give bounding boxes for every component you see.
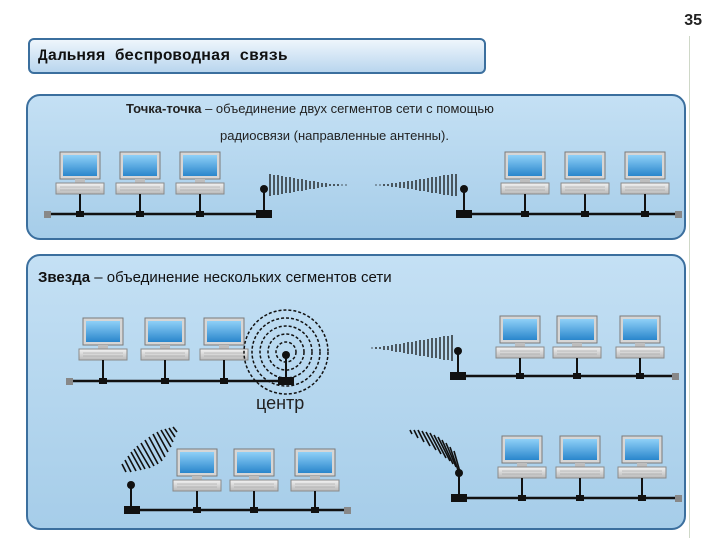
directional-beam-star-bottom-left — [121, 426, 178, 473]
network-segment-bottom-right — [451, 435, 682, 502]
network-segment-right-middle — [450, 315, 679, 380]
star-description: – объединение нескольких сегментов сети — [90, 269, 392, 286]
point-to-point-description: – объединение двух сегментов сети с помо… — [201, 101, 494, 116]
title-box: Дальняя беспроводная связь — [28, 38, 486, 74]
point-to-point-line-1: Точка-точка – объединение двух сегментов… — [126, 101, 494, 116]
network-segment-bottom-left — [124, 448, 351, 514]
directional-beam-star-right — [371, 335, 453, 361]
point-to-point-line-2: радиосвязи (направленные антенны). — [220, 128, 449, 143]
omnidirectional-antenna — [243, 309, 329, 395]
center-label: центр — [256, 393, 305, 413]
star-term: Звезда — [38, 269, 91, 286]
directional-beam-star-bottom-right — [409, 429, 461, 473]
star-caption: Звезда – объединение нескольких сегменто… — [38, 269, 392, 286]
network-segment-left-top — [44, 151, 272, 218]
slide-title: Дальняя беспроводная связь — [38, 47, 288, 65]
network-segment-right-top — [456, 151, 682, 218]
vertical-rule — [689, 36, 690, 538]
star-panel — [26, 254, 686, 530]
network-segment-center — [66, 317, 290, 385]
directional-beam-right — [375, 174, 457, 196]
page-number: 35 — [684, 12, 702, 29]
point-to-point-term: Точка-точка — [126, 101, 202, 116]
directional-beam-left — [269, 174, 347, 196]
